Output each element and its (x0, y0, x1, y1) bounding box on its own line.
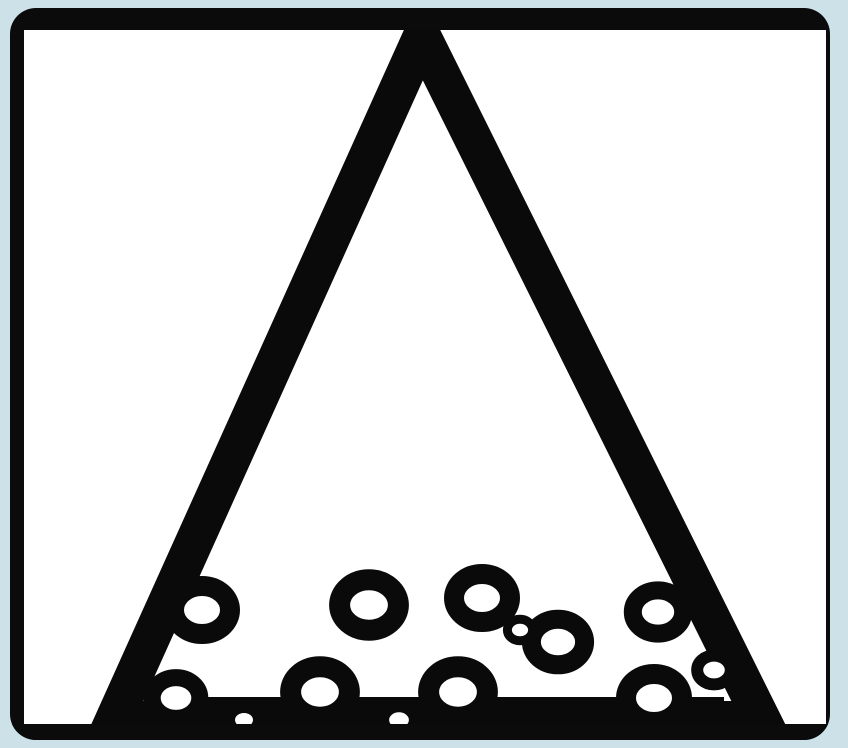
particle-ring (633, 590, 683, 633)
particle-ring (454, 574, 510, 622)
diagram-canvas (24, 30, 826, 724)
cone-with-particles-icon (24, 30, 826, 724)
particle-ring (152, 678, 200, 719)
particle-ring (340, 580, 399, 630)
image-frame (10, 8, 830, 740)
particle-ring (174, 586, 230, 634)
particle-ring (626, 674, 682, 722)
particle-ring (230, 708, 258, 724)
particle-ring (291, 667, 350, 717)
particle-ring (697, 656, 731, 685)
particle-ring (531, 619, 584, 665)
particle-ring (429, 667, 488, 717)
frame-bottom-edge (10, 724, 830, 740)
particle-ring (507, 619, 532, 641)
particle-ring (384, 707, 415, 724)
